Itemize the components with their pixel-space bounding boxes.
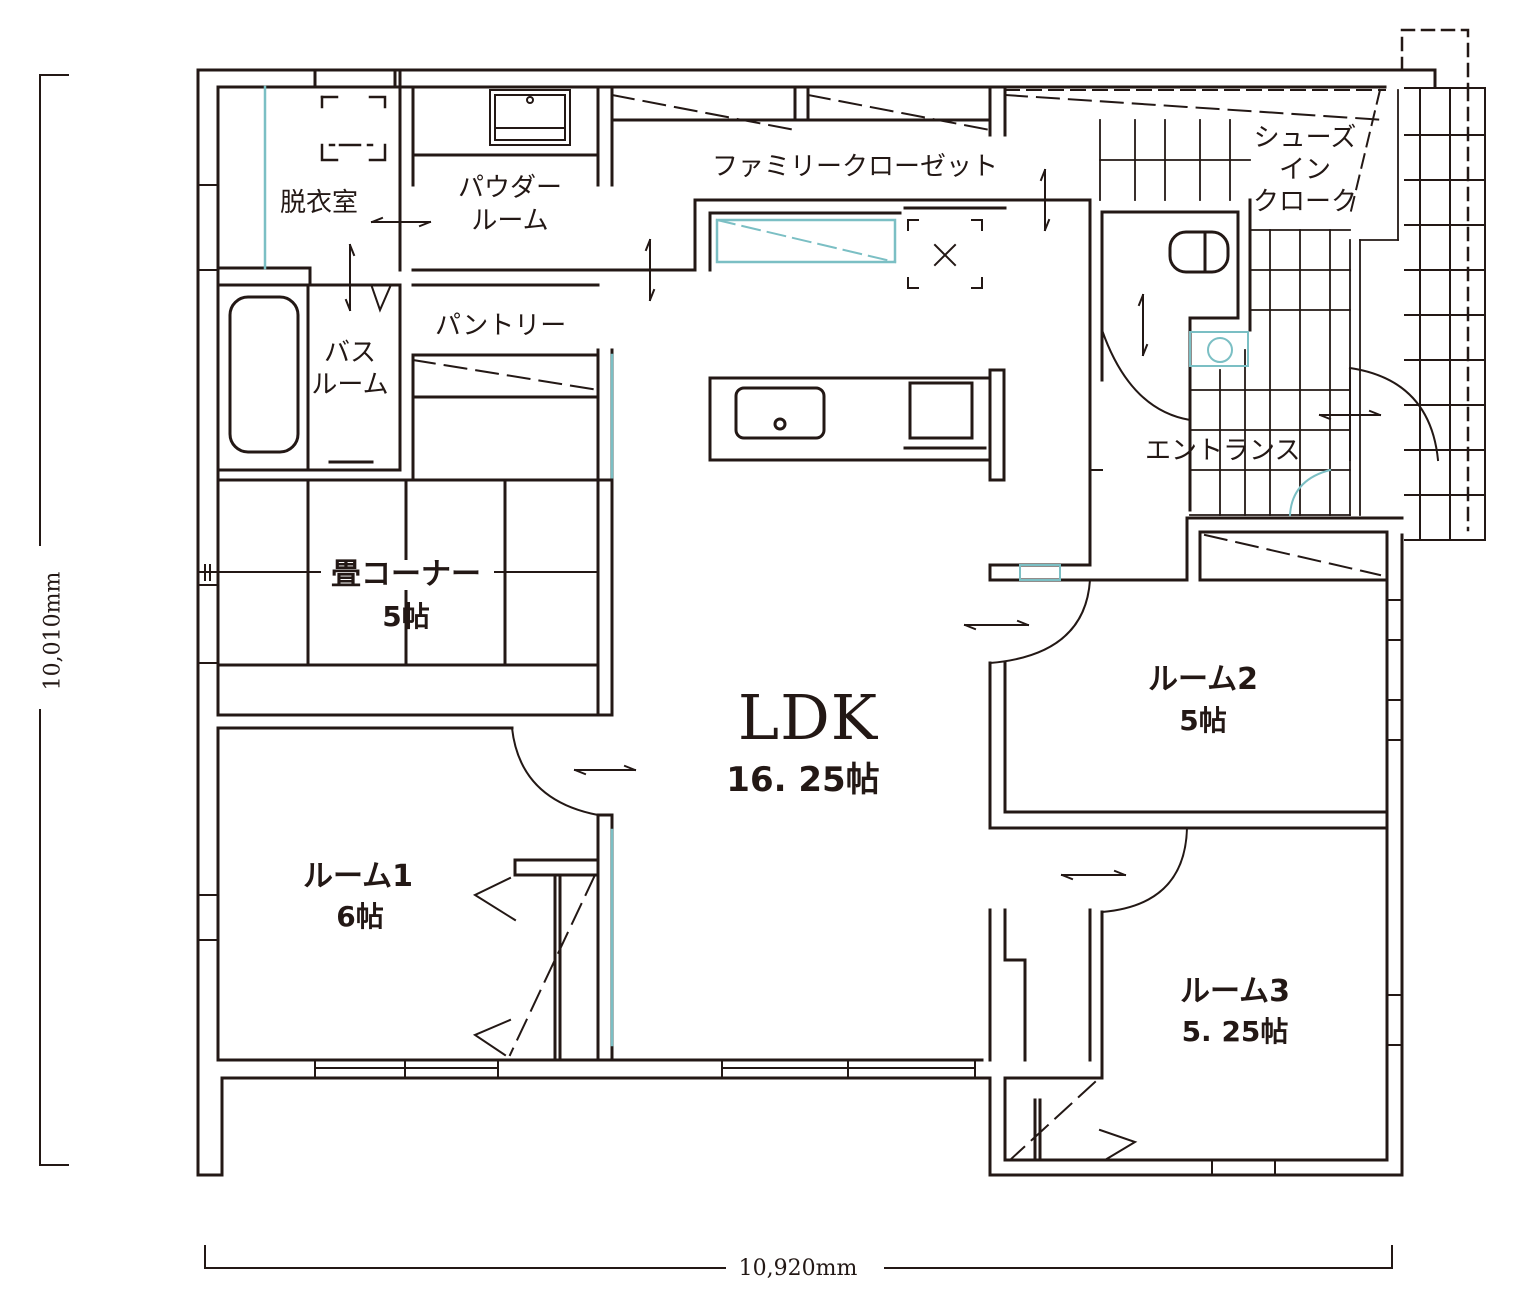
dimension-line-vertical xyxy=(39,74,69,1166)
room2-closet-rail xyxy=(1203,533,1382,577)
room3-label: ルーム3 xyxy=(1180,974,1290,1009)
room3-door-arc xyxy=(1100,826,1189,914)
powder-sink xyxy=(489,89,571,146)
room3-walls xyxy=(988,908,1104,1162)
family-closet-label: ファミリークローゼット xyxy=(712,152,999,182)
washer-outline xyxy=(320,95,387,162)
toilet-door-arc xyxy=(1100,328,1192,422)
kitchen-counter xyxy=(708,368,1006,482)
room2-inner-window xyxy=(1019,564,1061,581)
room1-walls xyxy=(216,726,614,1062)
powder-room-label-1: パウダー xyxy=(457,173,563,203)
shoes-closet-shelf-dashed xyxy=(1004,88,1386,217)
room3-size: 5. 25帖 xyxy=(1181,1015,1289,1048)
ceiling-unit xyxy=(907,219,983,289)
room2-label: ルーム2 xyxy=(1148,662,1258,697)
room2-size: 5帖 xyxy=(1179,704,1227,737)
bath-room-label-2: ルーム xyxy=(311,370,389,400)
tatami-walls xyxy=(197,478,614,717)
toilet-sink xyxy=(1189,331,1249,367)
dimension-height-label: 10,010mm xyxy=(40,565,65,697)
pantry-label: パントリー xyxy=(435,311,567,341)
porch-outline xyxy=(1400,28,1470,532)
shoes-closet-label-2: イン xyxy=(1278,155,1332,185)
room2-door-arc xyxy=(988,578,1092,665)
dimension-width-label: 10,920mm xyxy=(732,1258,864,1280)
room1-door-arc xyxy=(510,726,600,817)
pantry-shelf xyxy=(411,358,600,392)
room1-closet-doors xyxy=(472,873,597,1057)
bath-door xyxy=(370,285,392,313)
shoes-closet-tiles xyxy=(1099,89,1399,516)
entrance-tiles xyxy=(1404,87,1486,541)
shoes-closet-label-1: シューズ xyxy=(1253,123,1357,153)
tatami-corner-size: 5帖 xyxy=(382,600,430,633)
entrance-label: エントランス xyxy=(1145,436,1301,466)
dimension-line-horizontal xyxy=(204,1245,1393,1269)
family-closet-walls xyxy=(508,85,1092,272)
ldk-label: LDK xyxy=(737,681,879,754)
room2-walls xyxy=(988,378,1404,830)
tatami-corner-label: 畳コーナー xyxy=(329,557,483,592)
closet-rails xyxy=(610,93,1387,132)
circulation-arrows xyxy=(344,168,1382,1077)
shoes-closet-label-3: クローク xyxy=(1252,187,1358,217)
room1-label: ルーム1 xyxy=(303,859,413,894)
room1-size: 6帖 xyxy=(336,900,384,933)
dressing-room-label: 脱衣室 xyxy=(280,188,359,218)
entrance-door-arc xyxy=(1348,366,1440,462)
powder-room-label-2: ルーム xyxy=(471,206,549,236)
bath-room-label-1: バス xyxy=(323,338,377,368)
room3-closet-doors xyxy=(1008,1080,1138,1162)
ldk-size: 16. 25帖 xyxy=(726,760,880,800)
closet-window xyxy=(715,218,897,264)
pantry-walls xyxy=(411,268,614,482)
